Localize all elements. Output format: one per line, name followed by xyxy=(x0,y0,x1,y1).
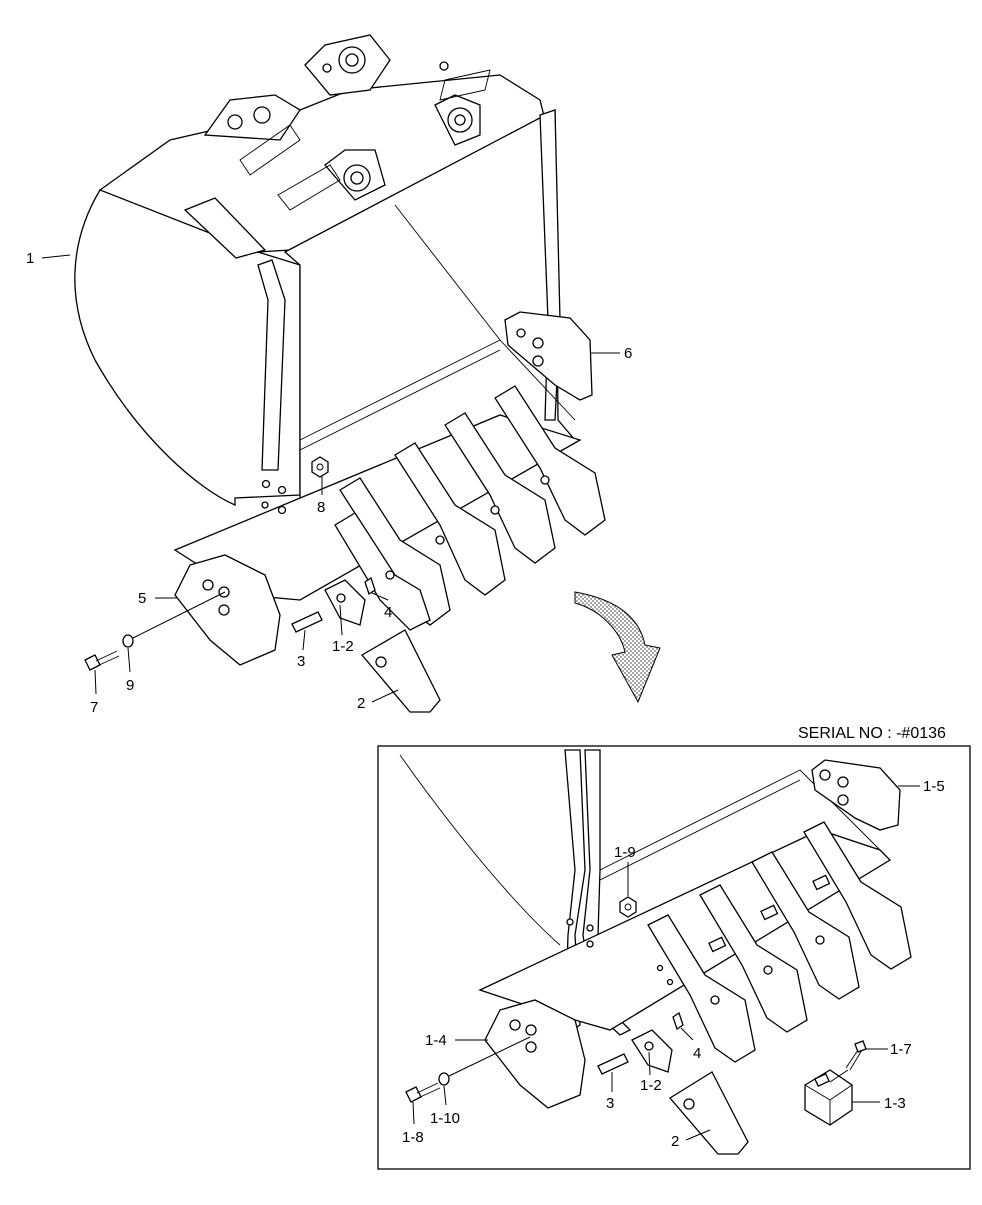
detail-label-washer: 1-10 xyxy=(430,1110,460,1127)
detail-label-edge-protector: 1-3 xyxy=(884,1095,906,1112)
label-nut: 8 xyxy=(317,499,325,516)
detail-label-tooth: 2 xyxy=(671,1133,679,1150)
detail-side-cutter-left xyxy=(484,999,586,1109)
detail-label-tooth-adapter: 1-2 xyxy=(640,1077,662,1094)
detail-side-cutter-right xyxy=(811,759,901,831)
detail-label-bolt: 1-8 xyxy=(402,1129,424,1146)
detail-label-cutter-bolt: 1-7 xyxy=(890,1041,912,1058)
main-labels: 1 6 8 5 4 1-2 3 9 7 2 xyxy=(26,250,632,716)
detail-small-parts xyxy=(405,896,867,1155)
label-bolt: 7 xyxy=(90,699,98,716)
label-tooth-adapter: 1-2 xyxy=(332,638,354,655)
detail-label-pin: 3 xyxy=(606,1095,614,1112)
detail-label-nut: 1-9 xyxy=(614,844,636,861)
label-pin: 3 xyxy=(297,653,305,670)
detail-labels: 1-5 1-9 1-4 4 1-2 3 1-10 1-8 2 1-7 1-3 xyxy=(402,778,945,1150)
side-cutter-left xyxy=(174,554,281,666)
label-side-cutter-right: 6 xyxy=(624,345,632,362)
label-washer: 9 xyxy=(126,677,134,694)
serial-number: SERIAL NO : -#0136 xyxy=(798,725,946,742)
bucket-teeth-row xyxy=(334,385,606,631)
label-bucket: 1 xyxy=(26,250,34,267)
label-lock: 4 xyxy=(384,604,392,621)
detail-arrow xyxy=(574,591,661,704)
detail-label-side-cutter-right: 1-5 xyxy=(923,778,945,795)
detail-bucket xyxy=(399,749,892,1037)
detail-label-side-cutter-left: 1-4 xyxy=(425,1032,447,1049)
detail-frame xyxy=(377,745,971,1170)
detail-teeth-row xyxy=(647,821,912,1063)
detail-label-lock: 4 xyxy=(693,1045,701,1062)
side-cutter-right xyxy=(504,311,593,401)
label-side-cutter-left: 5 xyxy=(138,590,146,607)
label-tooth: 2 xyxy=(357,695,365,712)
main-small-parts xyxy=(84,456,441,713)
